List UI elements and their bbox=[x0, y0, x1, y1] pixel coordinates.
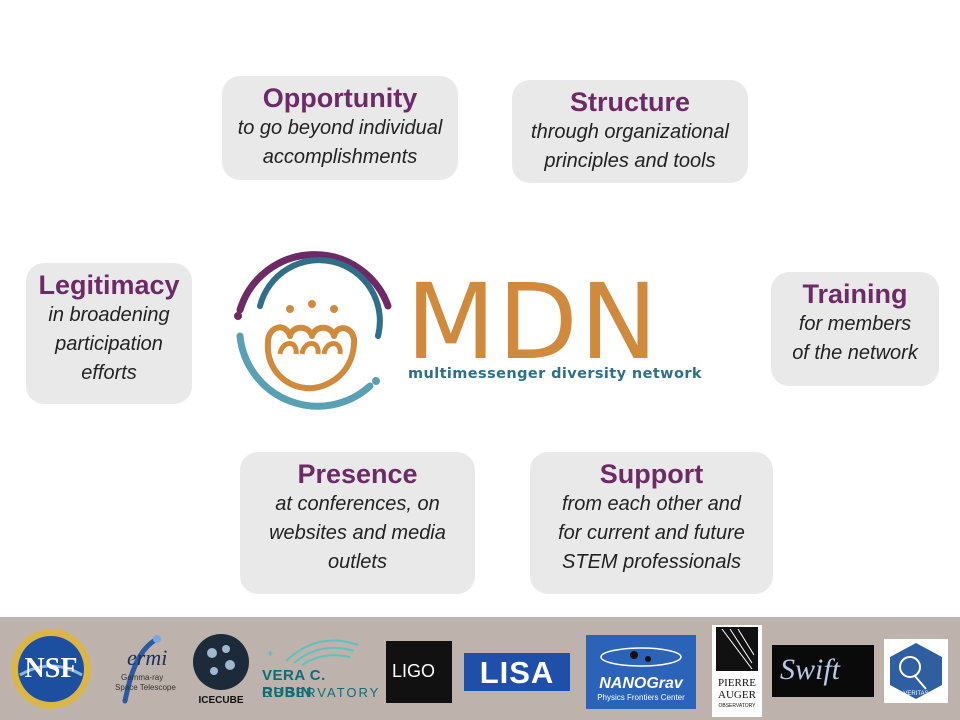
ligo-text: LIGO bbox=[392, 661, 436, 681]
rubin-observatory-logo: ✦ VERA C. RUBIN OBSERVATORY bbox=[258, 627, 378, 713]
card-title: Structure bbox=[569, 87, 691, 117]
nanograv-text: NANOGrav bbox=[599, 675, 683, 692]
veritas-logo: VERITAS bbox=[884, 639, 948, 703]
card-legitimacy: Legitimacy in broadening participation e… bbox=[26, 263, 192, 404]
card-support: Support from each other and for current … bbox=[530, 452, 773, 594]
fermi-swoosh-icon bbox=[122, 635, 161, 704]
rubin-arcs-icon: ✦ bbox=[266, 639, 359, 666]
card-text: to go beyond individual accomplishments bbox=[237, 117, 443, 168]
swift-logo: Swift bbox=[772, 645, 874, 697]
icecube-text: ICECUBE bbox=[198, 695, 244, 706]
fermi-text: ermi bbox=[127, 645, 168, 670]
nsf-globe-icon bbox=[11, 629, 91, 709]
nanograv-orbit-icon bbox=[600, 647, 682, 667]
nanograv-sub-text: Physics Frontiers Center bbox=[597, 693, 685, 702]
fermi-sub-text-2: Space Telescope bbox=[115, 683, 176, 692]
mdn-logo: MDN multimessenger diversity network bbox=[228, 244, 728, 414]
svg-text:✦: ✦ bbox=[266, 649, 274, 660]
auger-text-line1: PIERRE bbox=[718, 677, 756, 689]
auger-shower-icon bbox=[716, 627, 758, 671]
auger-text-line2: AUGER bbox=[718, 689, 756, 701]
mdn-logo-mark-icon bbox=[234, 251, 392, 410]
veritas-text: VERITAS bbox=[903, 691, 929, 697]
card-presence: Presence at conferences, on websites and… bbox=[240, 452, 475, 594]
partner-logo-strip: NSF ermi Gamma-ray Space Telescope ICECU… bbox=[0, 617, 960, 720]
icecube-sphere-icon bbox=[193, 634, 249, 690]
swift-text: Swift bbox=[780, 653, 841, 686]
icecube-logo: ICECUBE bbox=[190, 631, 252, 717]
card-text: for members of the network bbox=[792, 313, 918, 364]
card-text: through organizational principles and to… bbox=[531, 121, 729, 172]
rubin-text-line1: VERA C. RUBIN bbox=[262, 667, 326, 701]
nanograv-logo: NANOGrav Physics Frontiers Center bbox=[586, 635, 696, 709]
card-title: Presence bbox=[297, 459, 418, 489]
card-text: in broadening participation efforts bbox=[48, 304, 170, 384]
card-title: Opportunity bbox=[262, 83, 418, 113]
card-opportunity: Opportunity to go beyond individual acco… bbox=[222, 76, 458, 180]
card-structure: Structure through organizational princip… bbox=[512, 80, 748, 183]
card-title: Support bbox=[599, 459, 704, 489]
card-training: Training for members of the network bbox=[771, 272, 939, 386]
rubin-text-line2: OBSERVATORY bbox=[262, 685, 381, 700]
card-text: at conferences, on websites and media ou… bbox=[269, 493, 446, 573]
ligo-logo: LIGO bbox=[386, 641, 452, 703]
mdn-wordmark: MDN bbox=[406, 261, 660, 383]
card-text: from each other and for current and futu… bbox=[558, 493, 745, 573]
nsf-text: NSF bbox=[24, 653, 78, 684]
pierre-auger-logo: PIERRE AUGER OBSERVATORY bbox=[712, 625, 762, 717]
card-title: Training bbox=[802, 279, 908, 309]
auger-sub-text: OBSERVATORY bbox=[718, 703, 756, 709]
fermi-logo: ermi Gamma-ray Space Telescope bbox=[105, 631, 185, 711]
lisa-text: LISA bbox=[479, 655, 555, 690]
mdn-tagline: multimessenger diversity network bbox=[408, 366, 702, 382]
fermi-sub-text: Gamma-ray bbox=[121, 673, 164, 682]
nsf-logo: NSF bbox=[10, 627, 92, 711]
veritas-telescope-icon bbox=[890, 643, 942, 699]
lisa-logo: LISA bbox=[464, 653, 570, 691]
card-title: Legitimacy bbox=[38, 270, 180, 300]
